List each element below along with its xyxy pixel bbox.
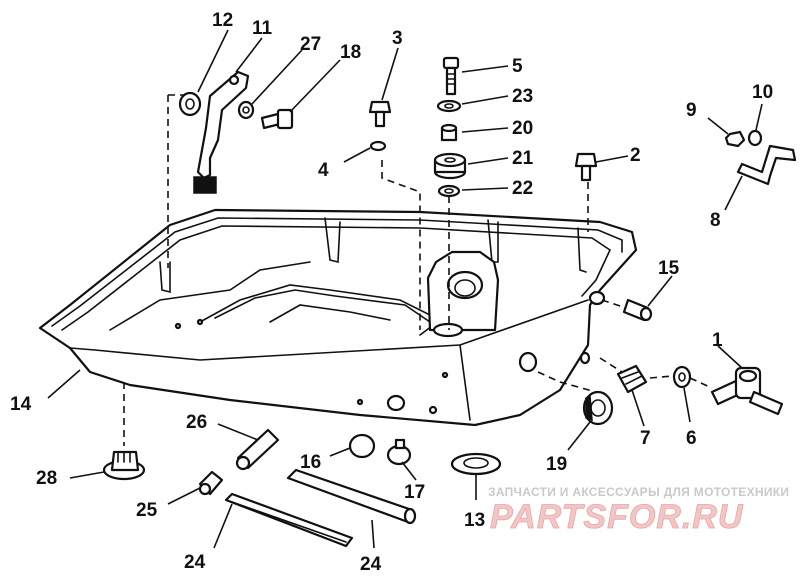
callout-labels: 1 2 3 4 5 6 7 8 9 10 11 12 13 14 15 16 1… — [10, 10, 773, 575]
part-2-bolt — [574, 152, 598, 182]
part-21-grommet — [433, 152, 467, 180]
part-3-bolt — [368, 100, 392, 128]
callout-13: 13 — [464, 510, 485, 531]
part-22-washer — [437, 184, 461, 198]
callout-24a: 24 — [184, 552, 206, 573]
callout-24b: 24 — [360, 554, 382, 575]
part-16-plug — [348, 433, 376, 459]
part-13-seal — [450, 452, 502, 476]
part-6-washer — [672, 365, 692, 389]
callout-9: 9 — [686, 100, 697, 121]
lower-motor-cover — [38, 208, 638, 427]
callout-8: 8 — [710, 210, 721, 231]
callout-20: 20 — [512, 118, 533, 139]
leader-lines — [47, 29, 763, 549]
callout-22: 22 — [512, 178, 533, 199]
part-23-washer — [436, 99, 462, 113]
watermark-tagline: ЗАПЧАСТИ И АКСЕССУАРЫ ДЛЯ МОТОТЕХНИКИ — [488, 485, 789, 499]
watermark: ЗАПЧАСТИ И АКСЕССУАРЫ ДЛЯ МОТОТЕХНИКИ PA… — [488, 485, 789, 536]
part-24-strip-lower — [224, 492, 354, 548]
part-11-lever — [193, 70, 250, 194]
callout-18: 18 — [340, 42, 361, 63]
part-1-fitting — [710, 366, 784, 416]
callout-21: 21 — [512, 148, 534, 169]
callout-26: 26 — [186, 412, 207, 433]
part-7-connector — [616, 364, 648, 394]
callout-28: 28 — [36, 468, 57, 489]
part-18-screw — [260, 108, 294, 130]
callout-6: 6 — [686, 428, 697, 449]
part-26-tube — [235, 428, 280, 471]
callout-12: 12 — [212, 10, 233, 31]
part-19-grommet — [582, 390, 614, 426]
callout-10: 10 — [752, 82, 773, 103]
part-15-pin — [622, 298, 653, 322]
callout-7: 7 — [640, 428, 651, 449]
callout-23: 23 — [512, 86, 533, 107]
callout-3: 3 — [392, 28, 403, 49]
part-12-washer — [178, 91, 202, 117]
part-17-plug — [386, 438, 412, 466]
part-28-retainer — [102, 450, 146, 481]
part-4-washer — [369, 140, 387, 152]
callout-4: 4 — [318, 160, 329, 181]
callout-27: 27 — [300, 34, 321, 55]
part-27-washer — [237, 100, 255, 120]
part-24-strip-right — [286, 468, 417, 525]
callout-16: 16 — [300, 452, 321, 473]
callout-1: 1 — [712, 330, 723, 351]
callout-11: 11 — [252, 18, 273, 39]
callout-15: 15 — [658, 258, 680, 279]
callout-2: 2 — [630, 145, 641, 166]
callout-5: 5 — [512, 56, 523, 77]
part-10-washer — [747, 129, 763, 147]
watermark-logo: PARTSFOR.RU — [490, 498, 744, 536]
part-9-nut — [724, 130, 746, 148]
callout-17: 17 — [404, 482, 425, 503]
part-25-sleeve — [198, 470, 224, 496]
callout-19: 19 — [546, 454, 567, 475]
callout-25: 25 — [136, 500, 158, 521]
part-8-rod — [736, 144, 797, 186]
part-5-bolt — [442, 56, 460, 96]
callout-14: 14 — [10, 394, 32, 415]
part-20-spacer — [440, 123, 458, 142]
